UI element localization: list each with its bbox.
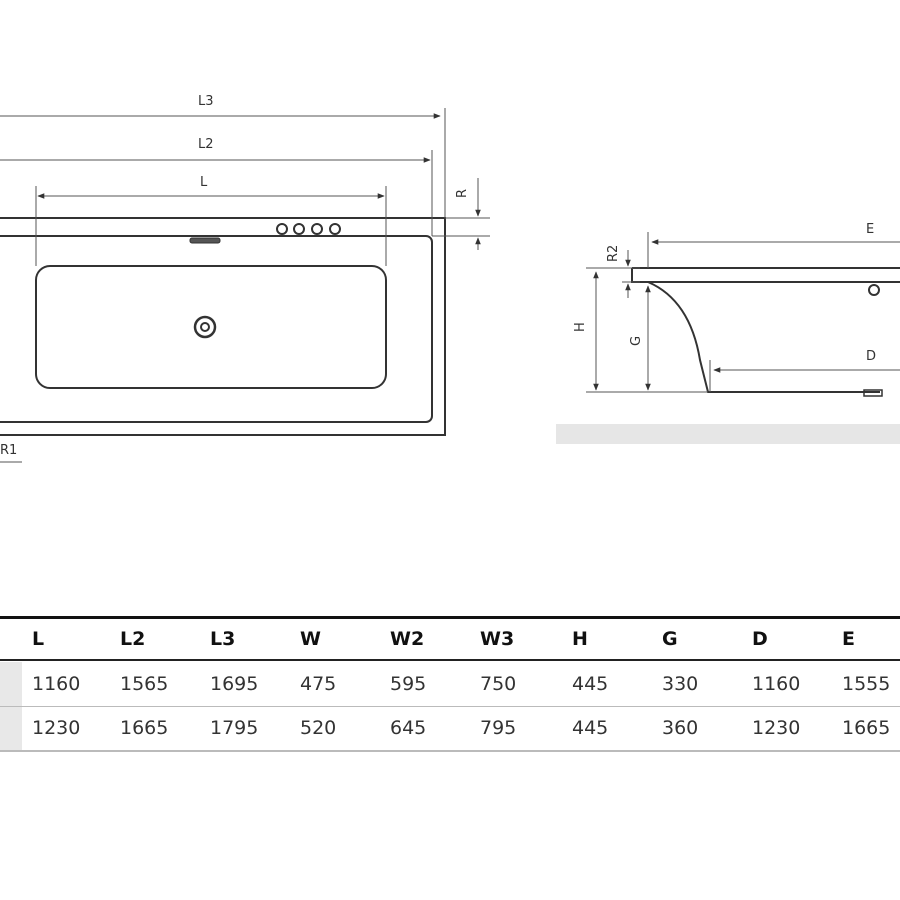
label-e: E [866, 222, 874, 237]
bath-body-profile [647, 281, 880, 393]
label-g: G [629, 336, 644, 346]
cell: 475 [300, 673, 337, 695]
cell: 1230 [32, 717, 81, 739]
bath-rim-profile [631, 267, 900, 283]
cell: 795 [480, 717, 517, 739]
outlet-icon [863, 389, 883, 397]
header-g: G [662, 628, 678, 650]
tap-holes-icon [276, 223, 341, 235]
cell: 1160 [32, 673, 81, 695]
cell: 1230 [752, 717, 801, 739]
label-r2: R2 [606, 245, 621, 262]
plan-view [0, 217, 446, 436]
header-h: H [572, 628, 588, 650]
bath-inner-rim [0, 235, 433, 423]
cell: 445 [572, 673, 609, 695]
cell: 645 [390, 717, 427, 739]
label-r1: R1 [0, 443, 17, 458]
cell: 1555 [842, 673, 891, 695]
header-e: E [842, 628, 855, 650]
cell: 1665 [842, 717, 891, 739]
overflow-icon [189, 237, 221, 244]
header-l2: L2 [120, 628, 146, 650]
table-header-row: L L2 L3 W W2 W3 H G D E [0, 616, 900, 661]
dimensions-table: L L2 L3 W W2 W3 H G D E 1160 1565 1695 4… [0, 616, 900, 752]
label-h: H [573, 322, 588, 332]
plan-dimensions [0, 108, 490, 463]
cell: 1160 [752, 673, 801, 695]
table-row: 1230 1665 1795 520 645 795 445 360 1230 … [0, 706, 900, 752]
cell: 1665 [120, 717, 169, 739]
overflow-side-icon [868, 284, 880, 296]
label-l2: L2 [198, 137, 214, 152]
label-l3: L3 [198, 94, 214, 109]
header-d: D [752, 628, 768, 650]
header-w3: W3 [480, 628, 515, 650]
cell: 750 [480, 673, 517, 695]
cell: 330 [662, 673, 699, 695]
cell: 1695 [210, 673, 259, 695]
cell: 445 [572, 717, 609, 739]
bath-outer-rim [0, 217, 446, 436]
drain-icon [193, 315, 217, 339]
header-w: W [300, 628, 321, 650]
cell: 360 [662, 717, 699, 739]
cell: 1795 [210, 717, 259, 739]
plan-labels: L3 L2 L R R1 [0, 94, 470, 458]
cell: 1565 [120, 673, 169, 695]
cell: 595 [390, 673, 427, 695]
header-l3: L3 [210, 628, 236, 650]
bath-basin [35, 265, 387, 389]
table-row: 1160 1565 1695 475 595 750 445 330 1160 … [0, 662, 900, 707]
header-l: L [32, 628, 45, 650]
cell: 520 [300, 717, 337, 739]
label-d: D [866, 349, 876, 364]
label-l: L [200, 175, 208, 190]
floor [556, 424, 900, 444]
label-r: R [455, 189, 470, 198]
side-view: R2 E H G D [556, 222, 900, 444]
header-w2: W2 [390, 628, 425, 650]
